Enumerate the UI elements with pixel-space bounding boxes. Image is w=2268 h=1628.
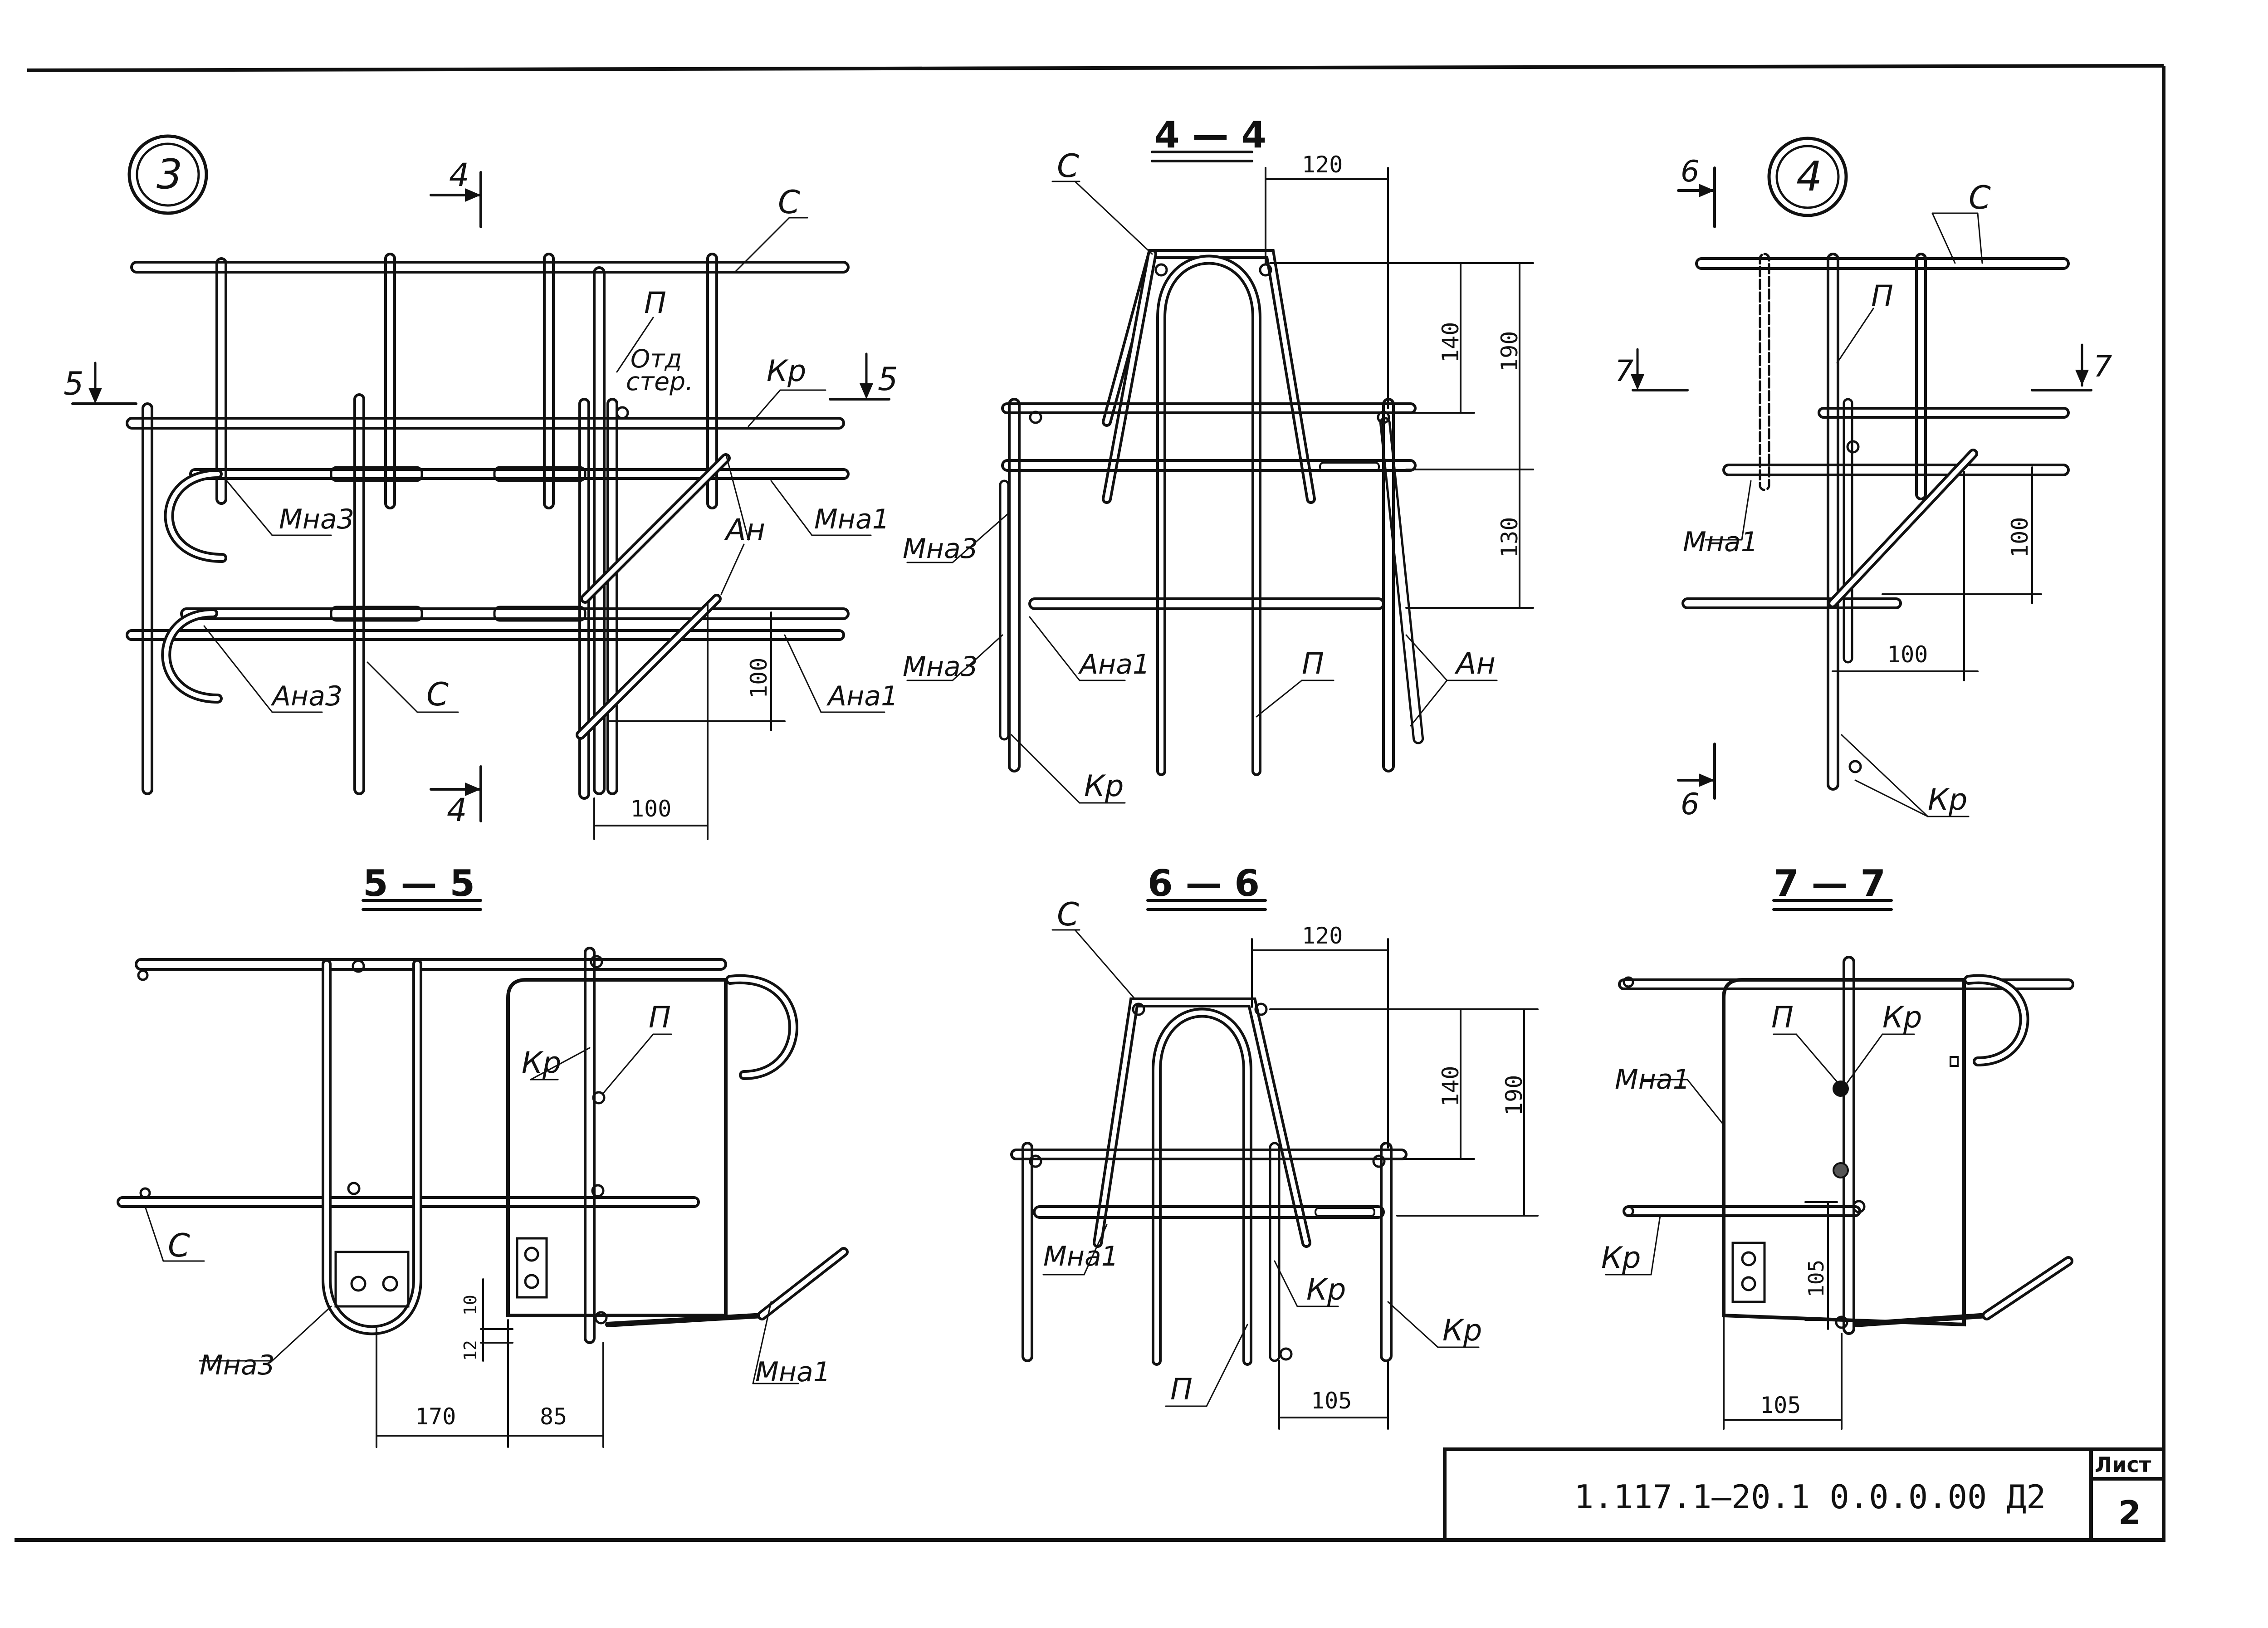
node-4-arrows: [1631, 184, 2089, 787]
label-kr-8: Кр: [1601, 1241, 1641, 1275]
dim-105-a: 105: [1311, 1388, 1352, 1414]
cut-6-label-bottom: 6: [1681, 787, 1699, 821]
label-kr-3: Кр: [1928, 783, 1967, 817]
node-3-polygon-arrows: [88, 188, 873, 796]
label-ana1-1: Ана1: [826, 680, 898, 712]
dim-190-a: 190: [1496, 331, 1523, 372]
label-c-6: С: [1057, 896, 1079, 933]
label-mna3-2: Мна3: [903, 533, 978, 565]
sheet-label: Лист: [2095, 1452, 2151, 1477]
dim-120-b: 120: [1302, 923, 1343, 949]
dim-105-c: 105: [1760, 1392, 1801, 1418]
dim-100-b: 100: [746, 658, 772, 699]
dim-140-a: 140: [1437, 322, 1464, 363]
label-kr-2: Кр: [1084, 769, 1124, 803]
label-an-2: Ан: [1454, 647, 1496, 681]
drawing-code: 1.117.1—20.1 0.0.0.00 Д2: [1574, 1478, 2046, 1516]
cut-4-label-top: 4: [449, 156, 469, 194]
label-mna3-1: Мна3: [279, 504, 354, 535]
label-mna1-4: Мна1: [1043, 1241, 1119, 1272]
section-7-7-view: [1605, 899, 2074, 1430]
section-6-6-view: [1010, 899, 1539, 1430]
label-mna3-3: Мна3: [903, 651, 978, 683]
dim-12-a: 12: [460, 1340, 480, 1361]
label-otd-2: стер.: [626, 367, 694, 396]
dim-120-a: 120: [1302, 152, 1343, 178]
label-p-5: П: [1170, 1373, 1193, 1407]
dim-100-d: 100: [2007, 517, 2033, 558]
cut-5-label-right: 5: [878, 361, 898, 398]
node-4-view: [1632, 137, 2092, 817]
cut-7-label-right: 7: [2093, 350, 2112, 384]
section-7-7-title: 7 — 7: [1774, 862, 1886, 904]
label-ana3-1: Ана3: [270, 680, 342, 712]
label-p-6: П: [1771, 1001, 1794, 1035]
node-4-label: 4: [1796, 153, 1822, 200]
section-5-5-title: 5 — 5: [363, 862, 475, 904]
section-5-5-view: [117, 899, 849, 1448]
label-mna1-2: Мна1: [1683, 526, 1758, 558]
label-otd-1: Отд: [631, 344, 682, 373]
label-mna3-4: Мна3: [200, 1349, 275, 1381]
label-kr-7: Кр: [1882, 1001, 1922, 1035]
node-3-label: 3: [156, 151, 182, 198]
cut-7-label-left: 7: [1615, 354, 1633, 388]
label-c-4: С: [1969, 179, 1991, 216]
label-c-5: С: [168, 1227, 190, 1264]
label-kr-1: Кр: [767, 354, 806, 388]
label-mna1-1: Мна1: [814, 504, 890, 535]
dim-140-b: 140: [1437, 1066, 1464, 1107]
title-block: [1443, 1447, 2165, 1542]
label-kr-4: Кр: [522, 1046, 561, 1080]
node-3-marker: [127, 134, 208, 215]
label-p-1: П: [644, 286, 666, 320]
dim-130-a: 130: [1496, 517, 1523, 558]
cut-5-label-left: 5: [64, 365, 84, 402]
sheet-number: 2: [2118, 1494, 2141, 1532]
dim-100-c: 100: [1887, 641, 1928, 668]
node-3-view: [71, 134, 890, 840]
label-c-2: С: [426, 676, 449, 713]
dim-100-a: 100: [631, 796, 671, 822]
label-p-3: П: [1871, 279, 1893, 313]
label-kr-6: Кр: [1442, 1314, 1482, 1348]
dim-85-a: 85: [540, 1403, 567, 1430]
label-c-3: С: [1057, 147, 1079, 185]
dim-170-a: 170: [415, 1403, 456, 1430]
dim-190-b: 190: [1501, 1075, 1527, 1116]
label-c-1: С: [778, 184, 800, 221]
label-mna1-5: Мна1: [1615, 1064, 1690, 1095]
section-4-4-view: [906, 151, 1534, 804]
label-p-2: П: [1302, 647, 1324, 681]
dim-10-a: 10: [460, 1295, 480, 1315]
label-p-4: П: [649, 1001, 671, 1035]
label-ana1-2: Ана1: [1078, 649, 1150, 680]
cut-4-label-bottom: 4: [447, 792, 467, 829]
node-4-marker: [1767, 137, 1848, 217]
label-mna1-3: Мна1: [755, 1356, 831, 1388]
label-an-1: Ан: [724, 513, 765, 547]
section-4-4-title: 4 — 4: [1154, 114, 1266, 156]
section-6-6-title: 6 — 6: [1148, 862, 1260, 904]
cut-6-label-top: 6: [1681, 155, 1699, 189]
dim-105-b: 105: [1804, 1260, 1828, 1297]
label-kr-5: Кр: [1306, 1273, 1346, 1307]
